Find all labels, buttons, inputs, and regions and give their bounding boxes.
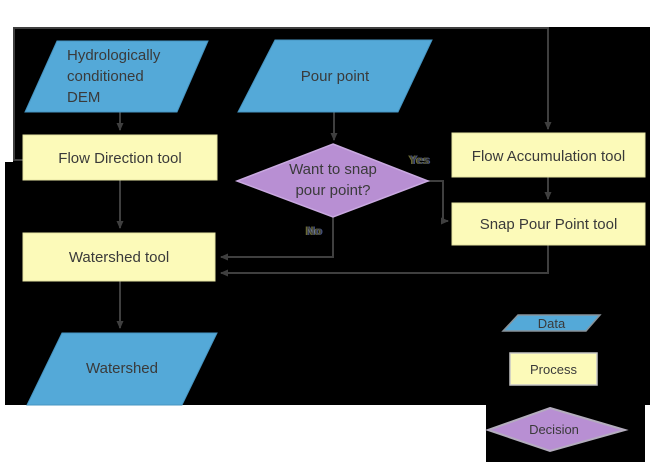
snap-pour-point-rect (451, 202, 646, 246)
watershed-tool-rect (22, 232, 216, 282)
edge-decision-yes-to-snap (427, 180, 449, 225)
edge-flowdirection-to-flowaccumulation (13, 27, 552, 161)
watershed-parallelogram (26, 332, 218, 406)
pour-point-parallelogram (237, 39, 433, 113)
legend-decision-diamond (484, 406, 629, 453)
edge-snap-to-watershedtool (220, 245, 549, 277)
dem-parallelogram (24, 40, 209, 113)
flow-direction-rect (22, 134, 218, 181)
edge-decision-no-to-watershedtool (220, 216, 334, 261)
legend-process-rect (509, 352, 598, 386)
legend-data-parallelogram (501, 314, 602, 332)
flow-accumulation-rect (451, 132, 646, 178)
snap-decision-diamond (234, 143, 431, 218)
